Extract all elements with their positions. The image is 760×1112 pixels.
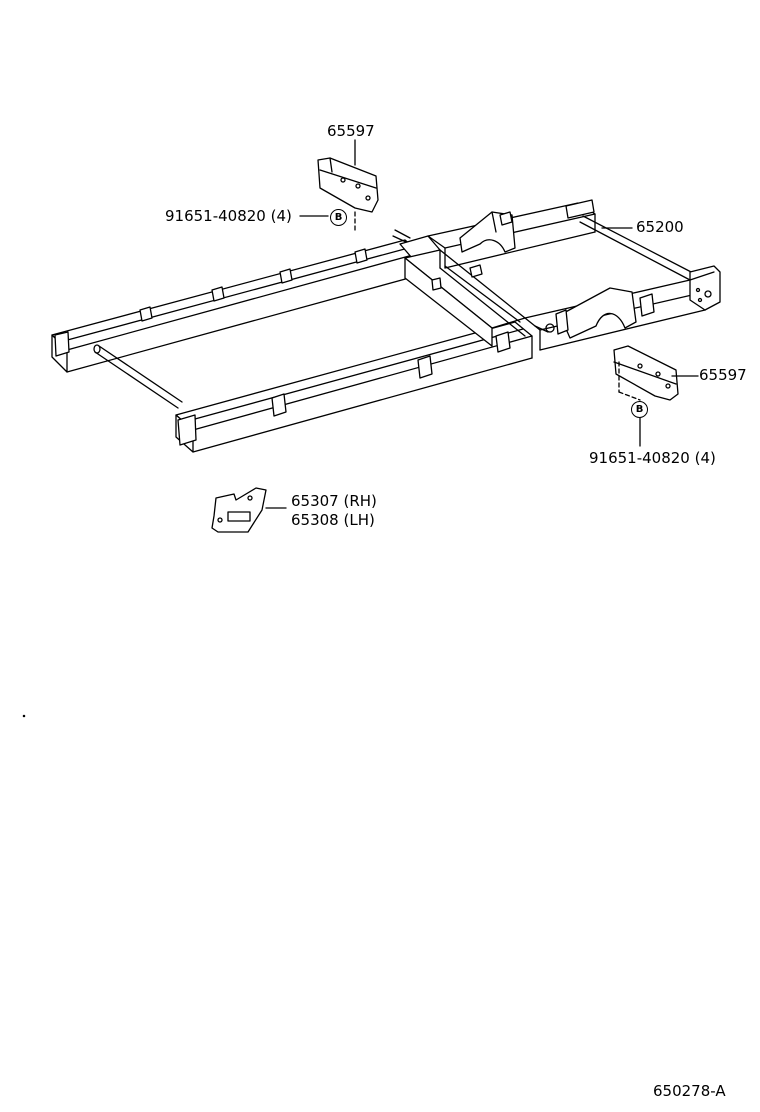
label-bracket-top: 65597 <box>327 122 375 140</box>
plate-65307-65308 <box>211 487 287 533</box>
label-plate-lh: 65308 (LH) <box>291 511 375 529</box>
rear-cross-tube-1 <box>579 215 696 281</box>
bolt-marker-right-icon: B <box>631 401 648 418</box>
label-bolt-right: 91651-40820 (4) <box>589 449 716 467</box>
shaft-rear <box>534 323 555 333</box>
label-bolt-top: 91651-40820 (4) <box>165 207 292 225</box>
front-side-rail-right <box>175 321 533 453</box>
rear-cross-tube-2 <box>444 265 521 323</box>
rear-arch-lower <box>559 287 637 339</box>
rail-brackets <box>54 199 655 446</box>
label-plate-rh: 65307 (RH) <box>291 492 377 510</box>
rear-end-plate <box>689 265 721 311</box>
bolt-marker-top-icon: B <box>330 209 347 226</box>
bracket-top-65597 <box>317 139 379 231</box>
bracket-right-65597 <box>613 345 699 447</box>
shaft-front <box>392 229 411 243</box>
label-bracket-right: 65597 <box>699 366 747 384</box>
front-cross-tube <box>93 344 183 409</box>
diagram-code: 650278-A <box>653 1082 726 1100</box>
label-frame: 65200 <box>636 218 684 236</box>
